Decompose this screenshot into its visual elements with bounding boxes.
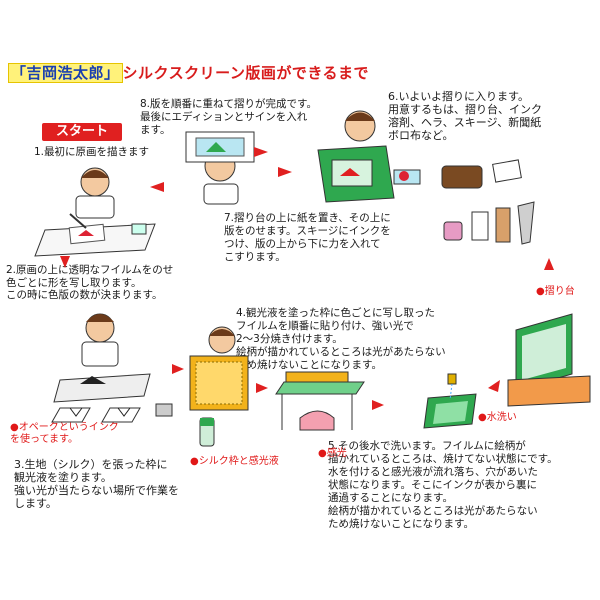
- step-1-text: 1.最初に原画を描きます: [34, 146, 150, 158]
- arrow-silk-exposure: [256, 383, 268, 393]
- step-6-illustration: [317, 110, 535, 245]
- exposure-illustration: [275, 371, 365, 431]
- step-3-illustration: [51, 313, 173, 423]
- wash-label: ●水洗い: [478, 412, 517, 423]
- exposure-label: ●感光: [318, 448, 347, 459]
- arrow-table-6: [544, 258, 554, 270]
- arrow-6-to-8: [278, 167, 292, 177]
- arrow-3-silk: [172, 364, 184, 374]
- wash-illustration: [423, 373, 477, 429]
- arrow-1-to-2: [150, 182, 164, 192]
- silk-frame-illustration: [189, 326, 249, 447]
- artist-name: 「吉岡浩太郎」: [8, 63, 123, 83]
- step-3-text: 3.生地（シルク）を張った枠に 観光液を塗ります。 強い光が当たらない場所で作業…: [14, 458, 179, 510]
- step-7-text: 7.摺り台の上に紙を置き、その上に 版をのせます。スキージにインクを つけ、版の…: [224, 212, 391, 263]
- page-title: 「吉岡浩太郎」シルクスクリーン版画ができるまで: [8, 62, 369, 83]
- start-badge: スタート: [42, 123, 122, 141]
- step-6-text: 6.いよいよ摺りに入ります。 用意するもは、摺り台、インク 溶剤、ヘラ、スキージ…: [388, 90, 542, 142]
- step-5-text: 5.その後水で洗います。フイルムに絵柄が 描かれているところは、焼けてない状態に…: [328, 440, 558, 530]
- step-4-text: 4.観光液を塗った枠に色ごとに写し取った フイルムを順番に貼り付け、強い光で 2…: [236, 307, 446, 371]
- step-2-text: 2.原画の上に透明なフイルムをのせ 色ごとに形を写し取ります。 この時に色版の数…: [6, 264, 174, 301]
- step-8-illustration: [185, 131, 255, 205]
- arrow-wash-table: [488, 380, 500, 392]
- printing-table-label: ●摺り台: [536, 286, 575, 297]
- arrow-2-to-3: [60, 256, 70, 268]
- step-8-text: 8.版を順番に重ねて摺りが完成です。 最後にエディションとサインを入れ ます。: [140, 98, 317, 136]
- flow-arrows: [60, 147, 554, 410]
- silk-frame-label: ●シルク枠と感光液: [190, 456, 279, 467]
- step-1-illustration: [34, 167, 156, 257]
- opaque-ink-label: ●オペークというインク を使ってます。: [10, 422, 119, 445]
- printing-table-illustration: [507, 313, 591, 407]
- title-text: シルクスクリーン版画ができるまで: [122, 64, 370, 82]
- arrow-8: [254, 147, 268, 157]
- arrow-exposure-wash: [372, 400, 384, 410]
